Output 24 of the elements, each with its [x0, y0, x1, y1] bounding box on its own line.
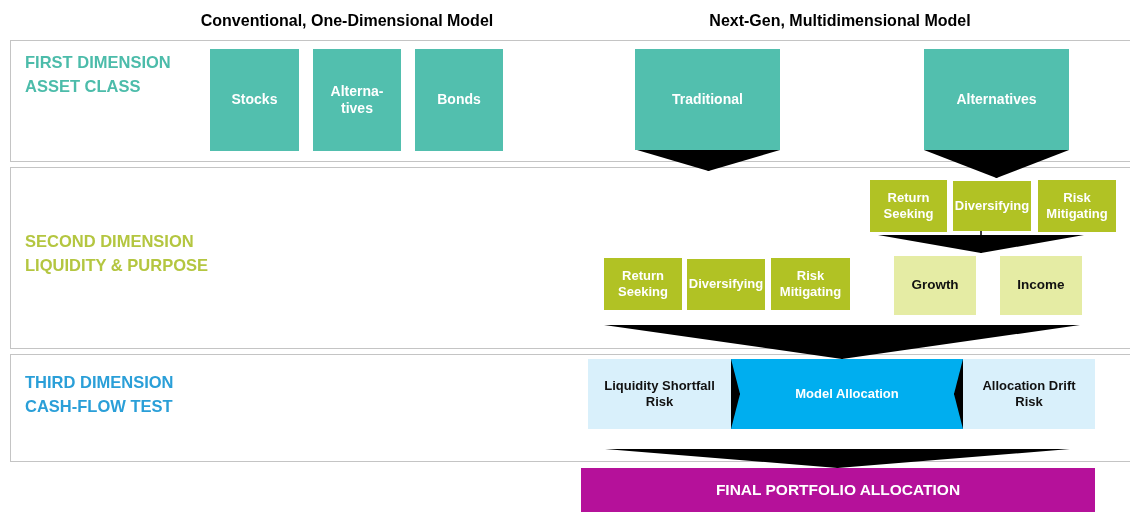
column-heading: Conventional, One-Dimensional Model — [200, 12, 494, 30]
purpose-box: Diversifying — [953, 181, 1031, 231]
purpose-box: Income — [1000, 256, 1082, 315]
asset-class-box: Alterna- tives — [313, 49, 401, 151]
purpose-box: Risk Mitigating — [771, 258, 850, 310]
dimension-band — [10, 40, 1130, 162]
asset-class-box: Alternatives — [924, 49, 1069, 150]
dimension-heading: FIRST DIMENSION ASSET CLASS — [25, 52, 172, 97]
asset-class-box: Traditional — [635, 49, 780, 150]
risk-box: Liquidity Shortfall Risk — [588, 359, 731, 429]
asset-class-box: Stocks — [210, 49, 299, 151]
purpose-box: Risk Mitigating — [1038, 180, 1116, 232]
risk-box: Allocation Drift Risk — [963, 359, 1095, 429]
purpose-box: Growth — [894, 256, 976, 315]
dimension-heading: SECOND DIMENSION LIQUIDITY & PURPOSE — [25, 231, 210, 276]
dimension-heading: THIRD DIMENSION CASH-FLOW TEST — [25, 372, 175, 417]
asset-class-box: Bonds — [415, 49, 503, 151]
column-heading: Next-Gen, Multidimensional Model — [709, 12, 971, 30]
purpose-box: Diversifying — [687, 259, 765, 310]
purpose-box: Return Seeking — [870, 180, 947, 232]
dimension-band — [10, 354, 1130, 462]
final-allocation-box: FINAL PORTFOLIO ALLOCATION — [581, 468, 1095, 512]
purpose-box: Return Seeking — [604, 258, 682, 310]
model-allocation-box: Model Allocation — [731, 359, 963, 429]
